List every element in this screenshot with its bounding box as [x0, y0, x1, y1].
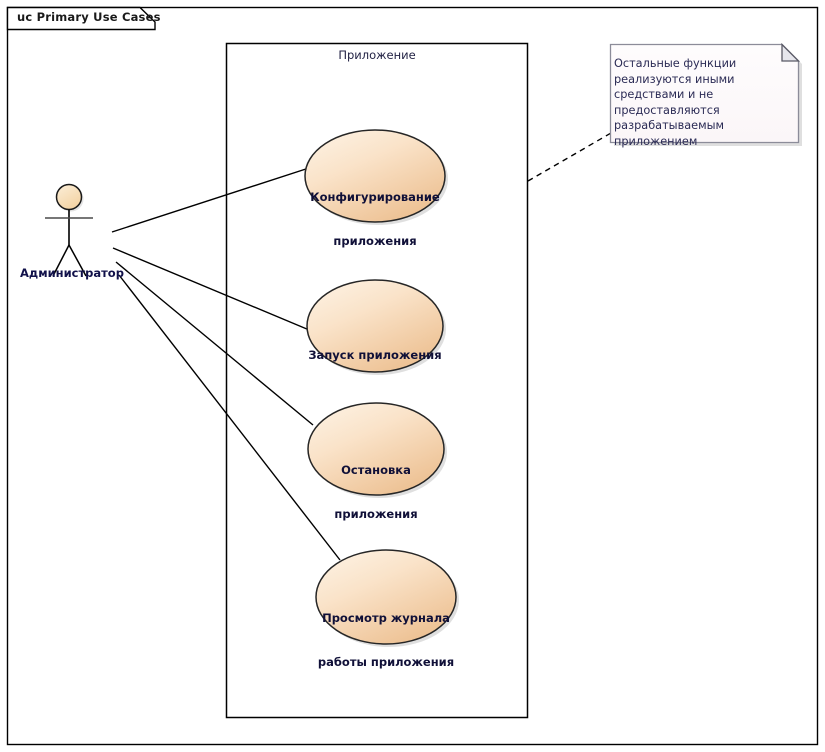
use-case-label-line-1: Запуск приложения: [308, 348, 442, 362]
actor-leg-left-icon: [52, 244, 70, 277]
actor-head-icon: [55, 183, 83, 211]
frame-label: uc Primary Use Cases: [17, 10, 161, 24]
note-anchor-line: [527, 132, 612, 182]
actor-administrator[interactable]: [45, 183, 93, 277]
actor-leg-right-icon: [68, 244, 87, 277]
use-case-configure-application[interactable]: [304, 129, 448, 225]
frame-name-tab: [6, 6, 156, 31]
use-case-ellipse: [306, 279, 444, 373]
use-case-ellipse: [307, 402, 445, 496]
association-administrator-view-application-log[interactable]: [118, 274, 341, 561]
use-case-label-view-application-log: Просмотр журнала работы приложения: [314, 582, 458, 698]
use-case-label-line-2: приложения: [333, 233, 417, 248]
association-administrator-stop-application[interactable]: [115, 261, 314, 426]
use-case-label-configure-application: Конфигурирование приложения: [305, 161, 445, 277]
folded-corner-note-icon: [781, 42, 801, 62]
use-case-start-application[interactable]: [306, 279, 446, 375]
use-case-label-start-application: Запуск приложения: [305, 319, 445, 392]
actor-label-administrator: Администратор: [20, 266, 124, 280]
association-lines: [111, 166, 341, 561]
use-case-label-line-2: приложения: [334, 506, 418, 521]
use-case-label-line-1: Остановка: [341, 463, 411, 477]
association-administrator-start-application[interactable]: [112, 247, 315, 333]
use-case-ellipse: [304, 129, 446, 223]
use-case-label-line-1: Конфигурирование: [310, 190, 440, 204]
use-case-label-stop-application: Остановка приложения: [306, 434, 446, 550]
system-boundary-label: Приложение: [338, 48, 416, 62]
association-administrator-configure-application[interactable]: [111, 166, 313, 233]
note-body: [609, 43, 800, 144]
use-case-ellipse: [315, 549, 457, 645]
use-case-stop-application[interactable]: [307, 402, 447, 498]
note-text: Остальные функции реализуются иными сред…: [614, 57, 737, 148]
note-comment[interactable]: [609, 42, 803, 147]
diagram-frame: [6, 6, 819, 746]
use-case-view-application-log[interactable]: [315, 549, 459, 647]
use-case-label-line-1: Просмотр журнала: [322, 611, 450, 625]
frame-border: [6, 6, 819, 746]
use-case-label-line-2: работы приложения: [317, 654, 455, 669]
